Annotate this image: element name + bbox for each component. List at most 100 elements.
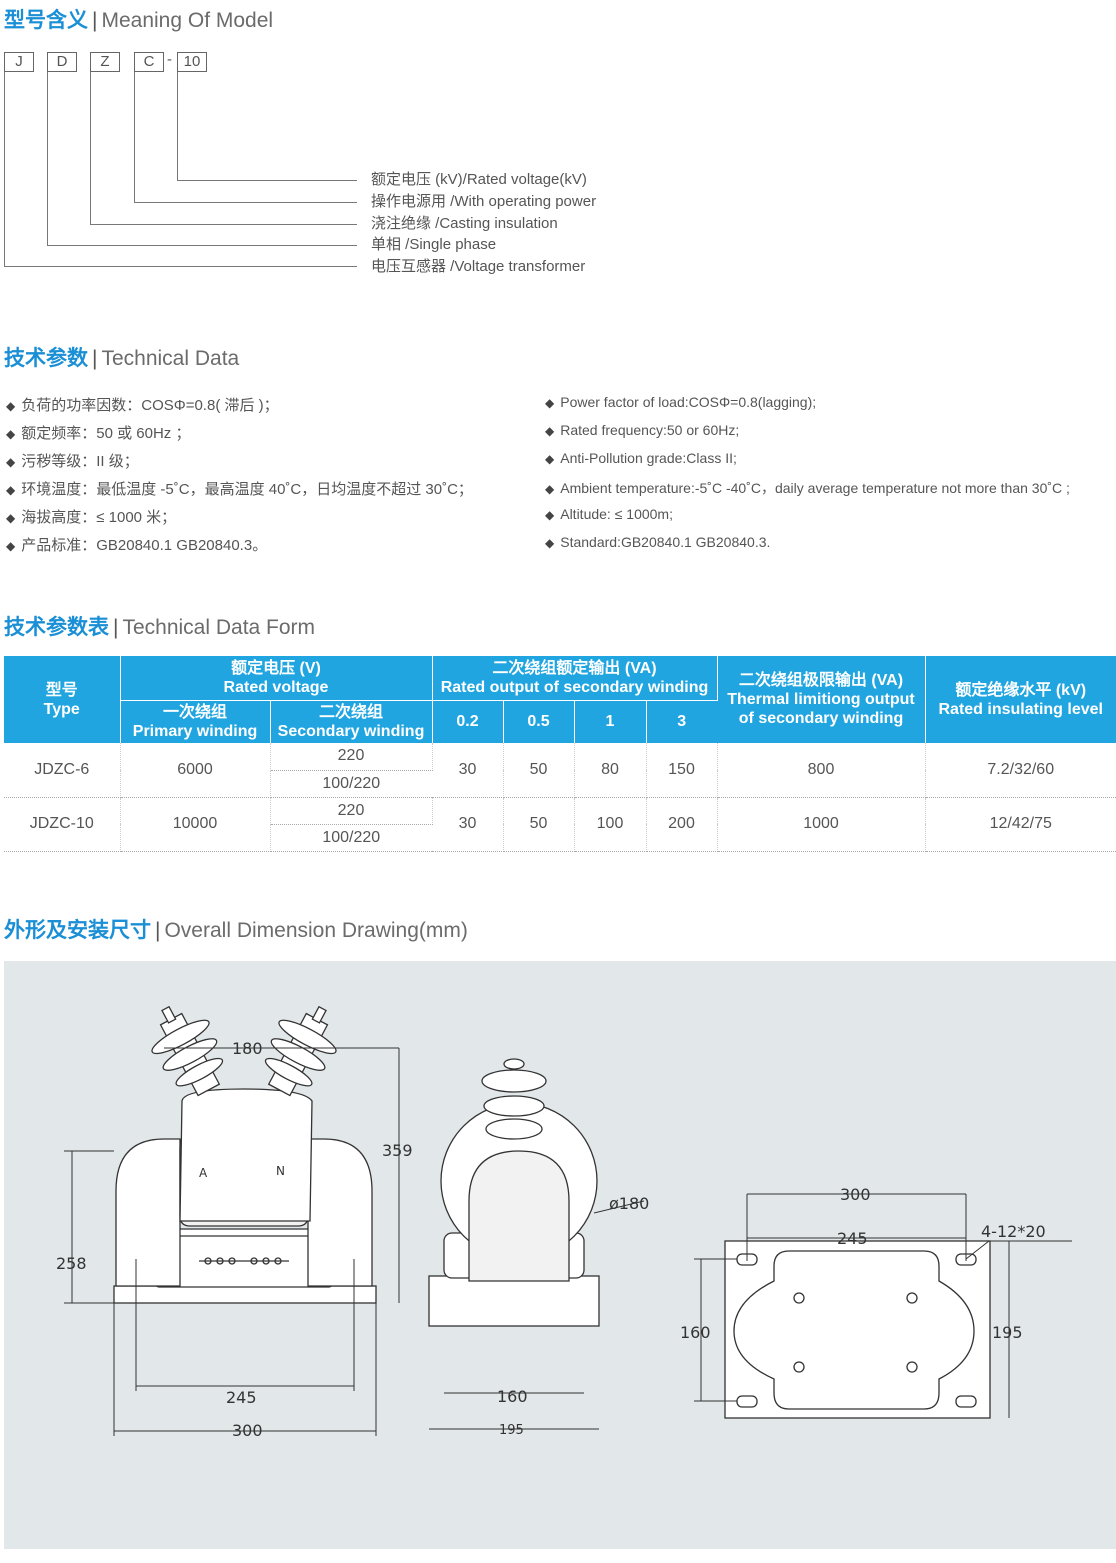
header-type-en: Type xyxy=(43,700,80,718)
header-secondary-cn: 二次绕组 xyxy=(318,703,383,721)
bullet-text: 环境温度：最低温度 -5˚C，最高温度 40˚C，日均温度不超过 30˚C； xyxy=(21,481,473,498)
dimension-labels: 180 359 258 245 300 A N ø180 160 195 300… xyxy=(56,1039,1046,1440)
dim-base-245: 245 xyxy=(837,1229,868,1248)
front-right-arm xyxy=(307,1138,373,1287)
diamond-icon: ◆ xyxy=(545,452,555,466)
label-a: A xyxy=(199,1166,208,1180)
tech-title-cn: 技术参数 xyxy=(4,347,88,370)
dim-front-300: 300 xyxy=(232,1421,263,1440)
bullet-text: Power factor of load:COSΦ=0.8(lagging); xyxy=(560,394,817,410)
code-dash: - xyxy=(167,51,172,68)
meaning-single-phase: 单相 /Single phase xyxy=(371,236,497,253)
cell-insulation: 7.2/32/60 xyxy=(925,743,1116,798)
leader-line-casting-h xyxy=(90,224,357,225)
header-thermal-cn: 二次绕组极限输出 (VA) xyxy=(738,672,904,689)
meaning-voltage-transformer: 电压互感器 /Voltage transformer xyxy=(371,258,586,275)
cell-output-3: 150 xyxy=(646,743,718,798)
front-upper-body xyxy=(179,1088,313,1222)
bushing-shed xyxy=(175,1057,224,1087)
dim-front-180: 180 xyxy=(232,1039,263,1058)
header-class-05: 0.5 xyxy=(503,700,575,743)
title-separator: | xyxy=(155,919,161,942)
code-letter-d: D xyxy=(47,52,77,72)
bullet-text: Ambient temperature:-5˚C -40˚C，daily ave… xyxy=(560,480,1070,496)
front-view xyxy=(113,1005,377,1304)
dim-base-300: 300 xyxy=(840,1185,871,1204)
dim-front-245: 245 xyxy=(226,1388,257,1407)
model-title-en: Meaning Of Model xyxy=(101,9,274,32)
bullet-text: Rated frequency:50 or 60Hz; xyxy=(560,422,740,438)
leader-line-operating-h xyxy=(134,202,357,203)
cell-thermal: 1000 xyxy=(717,797,926,852)
header-rated-voltage: 额定电压 (V)Rated voltage xyxy=(120,656,433,701)
diamond-icon: ◆ xyxy=(545,424,555,438)
dim-leader-dia xyxy=(593,1200,645,1214)
front-left-arm xyxy=(115,1138,181,1287)
label-n: N xyxy=(276,1164,285,1178)
bushing-shed xyxy=(151,1019,210,1055)
title-separator: | xyxy=(92,9,98,32)
side-column xyxy=(468,1150,570,1282)
cell-secondary-a: 220 xyxy=(270,743,433,771)
dim-front-359: 359 xyxy=(382,1141,413,1160)
title-separator: | xyxy=(92,347,98,370)
header-thermal-en1: Thermal limitiong output xyxy=(727,691,915,708)
bullet-text: 污秽等级：II 级； xyxy=(21,453,139,470)
meaning-operating-power: 操作电源用 /With operating power xyxy=(371,193,597,210)
diamond-icon: ◆ xyxy=(6,455,16,469)
dimension-drawing: 180 359 258 245 300 A N ø180 160 195 300… xyxy=(56,1005,1072,1440)
dim-base-holes: 4-12*20 xyxy=(981,1222,1046,1241)
bullet-text: 产品标准：GB20840.1 GB20840.3。 xyxy=(21,537,268,554)
tech-title-en: Technical Data xyxy=(101,347,240,370)
cell-output-05: 50 xyxy=(503,743,575,798)
header-thermal-en2: of secondary winding xyxy=(738,710,904,727)
cell-output-02: 30 xyxy=(432,797,504,852)
mount-hole xyxy=(955,1395,977,1408)
bolt-hole xyxy=(906,1292,918,1304)
bullet-en-altitude: ◆ Altitude: ≤ 1000m; xyxy=(545,506,673,522)
bullet-cn-standard: ◆产品标准：GB20840.1 GB20840.3。 xyxy=(6,534,267,555)
bullet-cn-frequency: ◆额定频率：50 或 60Hz ； xyxy=(6,422,190,443)
bullet-en-frequency: ◆ Rated frequency:50 or 60Hz; xyxy=(545,422,739,438)
side-terminal xyxy=(503,1058,525,1070)
bolt-hole xyxy=(793,1361,805,1373)
drawing-title-cn: 外形及安装尺寸 xyxy=(4,919,151,942)
bullet-cn-pollution: ◆ 污秽等级：II 级； xyxy=(6,450,139,471)
bushing-shed xyxy=(270,1038,326,1071)
front-left-bushing xyxy=(151,1005,224,1097)
diamond-icon: ◆ xyxy=(545,508,555,522)
side-shed xyxy=(481,1069,547,1093)
cell-thermal: 800 xyxy=(717,743,926,798)
bullet-text: Altitude: ≤ 1000m; xyxy=(560,506,673,522)
bullet-en-temperature: ◆Ambient temperature:-5˚C -40˚C，daily av… xyxy=(545,478,1070,498)
header-insulating-level: 额定绝缘水平 (kV)Rated insulating level xyxy=(925,656,1116,743)
code-letter-z: Z xyxy=(90,52,120,72)
dim-side-160: 160 xyxy=(497,1387,528,1406)
cell-output-05: 50 xyxy=(503,797,575,852)
cell-type: JDZC-10 xyxy=(4,797,121,852)
cell-insulation: 12/42/75 xyxy=(925,797,1116,852)
header-primary-en: Primary winding xyxy=(132,722,258,740)
drawing-section-title: 外形及安装尺寸|Overall Dimension Drawing(mm) xyxy=(4,914,468,944)
header-rated-output-en: Rated output of secondary winding xyxy=(440,678,709,696)
cell-output-1: 80 xyxy=(574,743,647,798)
leader-line-single-h xyxy=(47,245,357,246)
dim-front-258: 258 xyxy=(56,1254,87,1273)
code-letter-j: J xyxy=(4,52,34,72)
leader-line-voltage xyxy=(177,72,178,180)
header-class-1: 1 xyxy=(574,700,647,743)
bullet-cn-temperature: ◆环境温度：最低温度 -5˚C，最高温度 40˚C，日均温度不超过 30˚C； xyxy=(6,478,473,499)
cell-secondary-b: 100/220 xyxy=(270,824,432,852)
header-insulating-cn: 额定绝缘水平 (kV) xyxy=(955,681,1087,699)
table-row: JDZC-10 10000 220 30 50 100 200 1000 12/… xyxy=(4,797,1116,852)
bolt-hole xyxy=(793,1292,805,1304)
meaning-rated-voltage: 额定电压 (kV)/Rated voltage(kV) xyxy=(371,171,587,188)
mount-hole xyxy=(736,1395,758,1408)
dim-leader-holes xyxy=(965,1240,990,1260)
leader-line-voltage-h xyxy=(177,180,357,181)
front-lower-box xyxy=(153,1228,335,1288)
bolt-hole xyxy=(906,1361,918,1373)
